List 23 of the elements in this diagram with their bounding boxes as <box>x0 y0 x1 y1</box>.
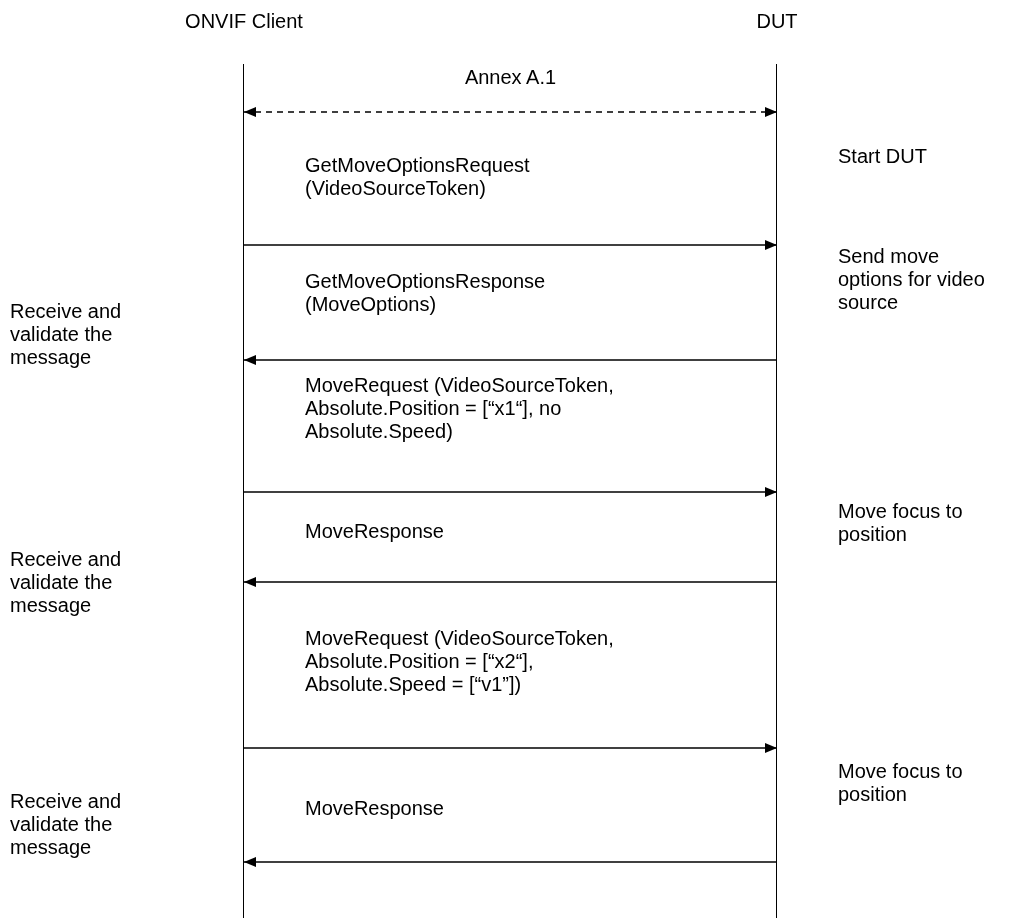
message-arrow <box>243 240 778 250</box>
message-label: MoveResponse <box>305 520 445 543</box>
message-label: MoveRequest (VideoSourceToken, Absolute.Position = [“x2“], Absolute.Speed = [“v1”]) <box>305 627 615 696</box>
message-label: MoveResponse <box>305 797 445 820</box>
note-text: Receive and validate the message <box>10 790 123 859</box>
message-label: MoveRequest (VideoSourceToken, Absolute.Position = [“x1“], no Absolute.Speed) <box>305 374 615 443</box>
participant-label: DUT <box>756 10 798 33</box>
note-text: Receive and validate the message <box>10 300 123 369</box>
note-text: Move focus to position <box>838 500 964 546</box>
message-label: GetMoveOptionsRequest (VideoSourceToken) <box>305 154 531 200</box>
note-text: Send move options for video source <box>838 245 986 314</box>
participant-label: ONVIF Client <box>185 10 303 33</box>
message-arrow <box>243 355 778 365</box>
note-text: Start DUT <box>838 145 928 168</box>
message-label: Annex A.1 <box>463 66 558 89</box>
message-arrow <box>243 857 778 867</box>
message-arrow <box>243 577 778 587</box>
note-text: Move focus to position <box>838 760 964 806</box>
message-arrow <box>243 107 778 117</box>
note-text: Receive and validate the message <box>10 548 123 617</box>
message-arrow <box>243 743 778 753</box>
message-label: GetMoveOptionsResponse (MoveOptions) <box>305 270 547 316</box>
message-arrow <box>243 487 778 497</box>
